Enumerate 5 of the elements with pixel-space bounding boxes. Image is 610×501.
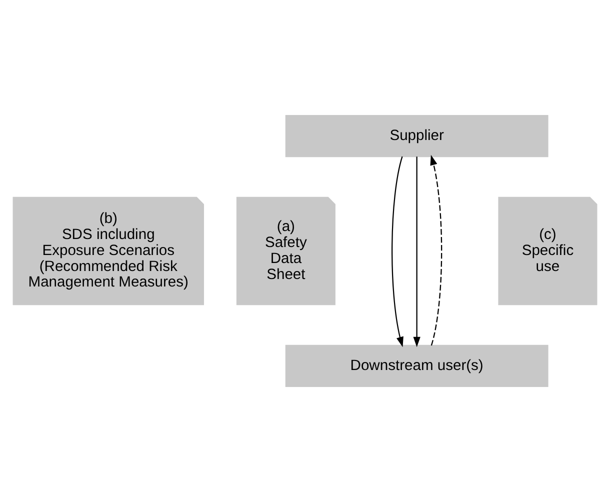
arrow (413, 156, 420, 347)
arrow (392, 156, 404, 347)
node-box: Downstream user(s) (285, 344, 548, 387)
node-box: Supplier (285, 114, 548, 157)
arrow (430, 154, 442, 346)
